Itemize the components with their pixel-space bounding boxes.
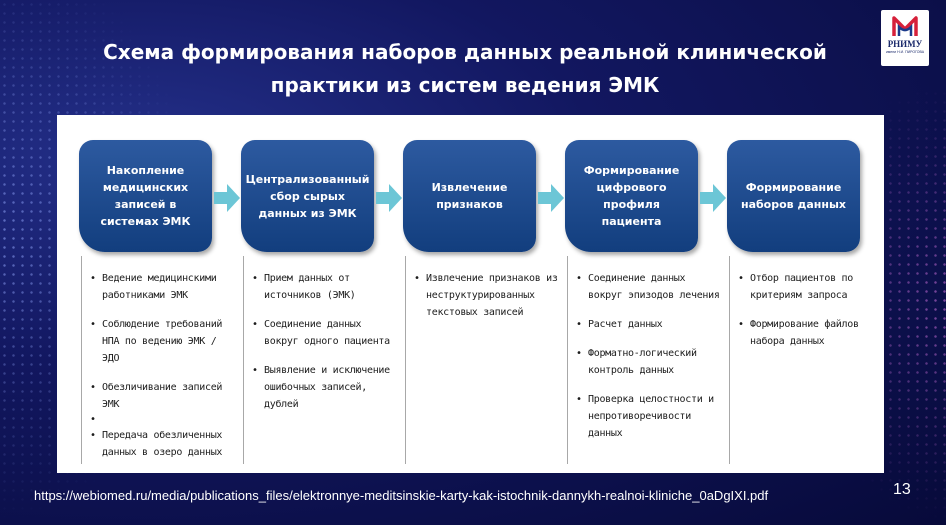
step-label: Формирование наборов данных [740, 181, 847, 211]
logo-name: РНИМУ [887, 39, 923, 49]
detail-item: Обезличивание записей ЭМК [90, 379, 236, 413]
flow-arrow-icon [214, 184, 240, 212]
flow-arrow-icon [538, 184, 564, 212]
step-details-digital-profile: Соединение данных вокруг эпизодов лечени… [567, 256, 722, 464]
slide-title: Схема формирования наборов данных реальн… [80, 36, 850, 102]
detail-item: Передача обезличенных данных в озеро дан… [90, 427, 236, 461]
detail-item: Проверка целостности и непротиворечивост… [576, 391, 722, 442]
detail-item-empty [90, 415, 236, 425]
step-details-accumulation: Ведение медицинскими работниками ЭМК Соб… [81, 256, 236, 464]
slide-title-line-2: практики из систем ведения ЭМК [270, 73, 660, 97]
step-details-dataset-formation: Отбор пациентов по критериям запроса Фор… [729, 256, 884, 464]
step-label: Формирование цифрового профиля пациента [583, 164, 680, 228]
detail-item: Прием данных от источников (ЭМК) [252, 270, 398, 304]
step-box-dataset-formation: Формирование наборов данных [727, 140, 860, 252]
detail-item: Соединение данных вокруг эпизодов лечени… [576, 270, 722, 304]
step-label: Извлечение признаков [431, 181, 508, 211]
detail-item: Выявление и исключение ошибочных записей… [252, 362, 398, 413]
detail-item: Формирование файлов набора данных [738, 316, 884, 350]
university-emblem-icon [892, 16, 918, 36]
detail-item: Соединение данных вокруг одного пациента [252, 316, 398, 350]
step-box-feature-extraction: Извлечение признаков [403, 140, 536, 252]
university-logo: РНИМУ имени Н.И. ПИРОГОВА [881, 10, 929, 66]
step-box-centralized-collection: Централизованный сбор сырых данных из ЭМ… [241, 140, 374, 252]
detail-item: Ведение медицинскими работниками ЭМК [90, 270, 236, 304]
step-details-centralized-collection: Прием данных от источников (ЭМК) Соедине… [243, 256, 398, 464]
detail-item: Соблюдение требований НПА по ведению ЭМК… [90, 316, 236, 367]
step-label: Централизованный сбор сырых данных из ЭМ… [245, 172, 370, 220]
step-details-feature-extraction: Извлечение признаков из неструктурирован… [405, 256, 560, 464]
step-box-digital-profile: Формирование цифрового профиля пациента [565, 140, 698, 252]
detail-item: Отбор пациентов по критериям запроса [738, 270, 884, 304]
step-box-accumulation: Накопление медицинских записей в система… [79, 140, 212, 252]
detail-item: Форматно-логический контроль данных [576, 345, 722, 379]
slide-title-line-1: Схема формирования наборов данных реальн… [103, 40, 827, 64]
detail-item: Расчет данных [576, 316, 722, 333]
flow-arrow-icon [376, 184, 402, 212]
diagram-panel: Накопление медицинских записей в система… [57, 115, 884, 473]
flow-arrow-icon [700, 184, 726, 212]
logo-subtitle: имени Н.И. ПИРОГОВА [885, 50, 925, 54]
source-link[interactable]: https://webiomed.ru/media/publications_f… [34, 488, 769, 503]
detail-item: Извлечение признаков из неструктурирован… [414, 270, 560, 321]
page-number: 13 [893, 481, 911, 498]
step-label: Накопление медицинских записей в система… [100, 164, 191, 228]
